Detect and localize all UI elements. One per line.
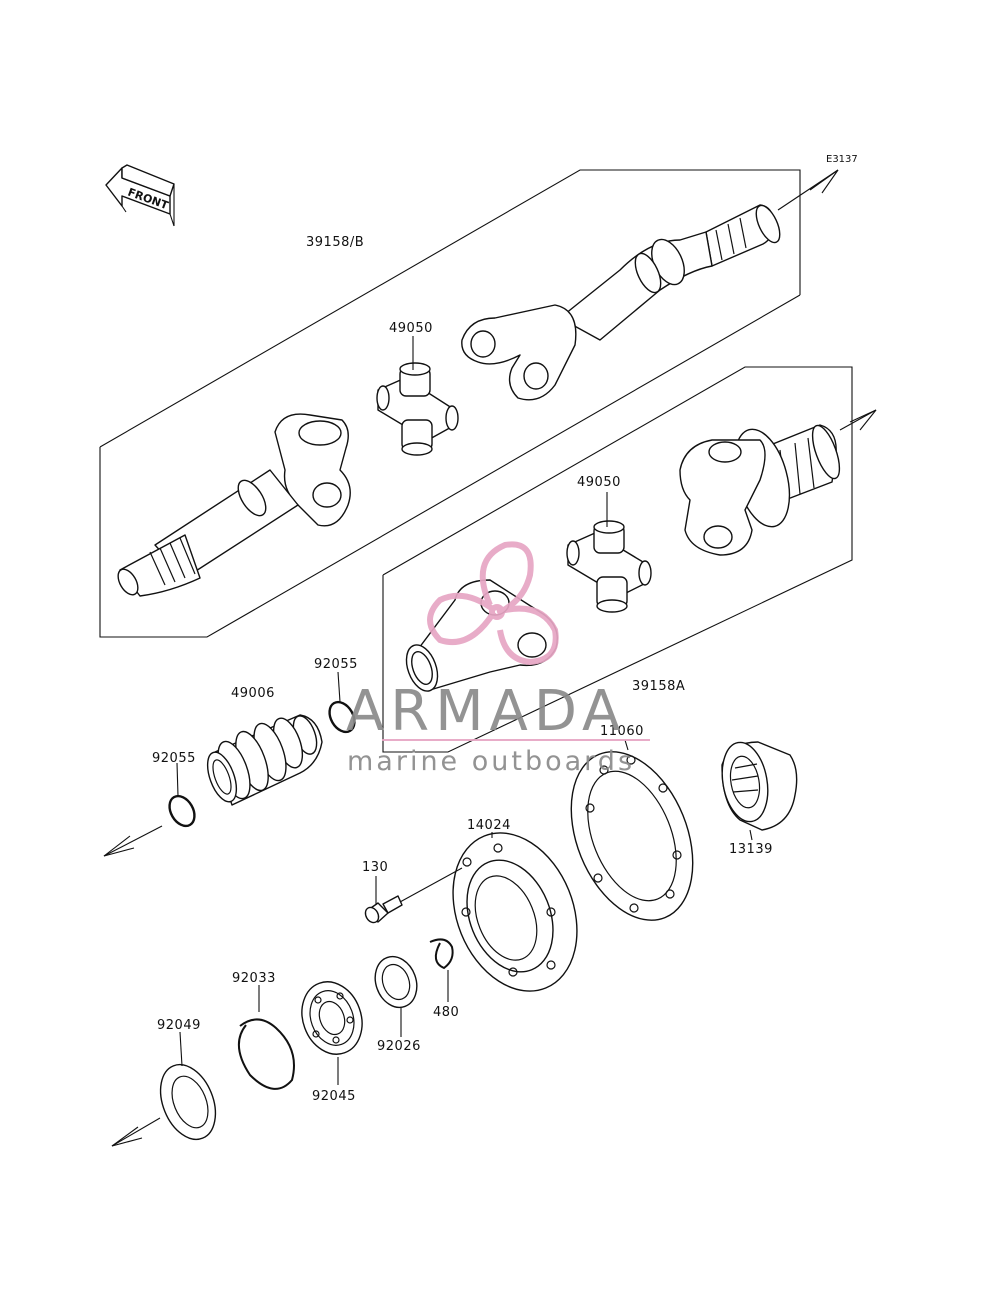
label-39158b[interactable]: 39158/B	[306, 235, 364, 250]
direction-arrow-left-2	[111, 1117, 161, 1147]
snap-ring-92033	[238, 1018, 295, 1090]
label-92026[interactable]: 92026	[377, 1039, 421, 1054]
armada-watermark: ARMADA marine outboards	[346, 541, 650, 777]
label-13139[interactable]: 13139	[729, 842, 773, 857]
coupling-13139	[721, 741, 798, 831]
label-92049[interactable]: 92049	[157, 1018, 201, 1033]
direction-arrow-left-1	[103, 825, 163, 857]
label-14024[interactable]: 14024	[467, 818, 511, 833]
label-480[interactable]: 480	[433, 1005, 459, 1020]
label-49050-upper[interactable]: 49050	[389, 321, 433, 336]
watermark-brand: ARMADA	[346, 679, 626, 744]
gasket-11060	[570, 751, 694, 921]
label-39158a[interactable]: 39158A	[632, 679, 685, 694]
label-92033[interactable]: 92033	[232, 971, 276, 986]
bearing-housing-14024	[452, 832, 578, 992]
universal-joint-lower	[566, 520, 652, 613]
watermark-tagline: marine outboards	[347, 746, 635, 777]
washer-92026	[374, 955, 418, 1009]
label-92045[interactable]: 92045	[312, 1089, 356, 1104]
diagram-code: E3137	[826, 154, 858, 165]
part-labels: 39158/B 49050 49050 92055 49006 39158A 1…	[152, 235, 773, 1104]
frame-39158a	[382, 366, 877, 753]
oil-seal-92049	[159, 1063, 217, 1141]
frame-39158b	[99, 169, 839, 638]
front-arrow-icon: FRONT	[105, 164, 175, 227]
universal-joint-upper	[376, 362, 459, 456]
boot-49006	[206, 714, 323, 806]
label-11060[interactable]: 11060	[600, 724, 644, 739]
bearing-92045	[301, 981, 363, 1055]
propeller-logo-icon	[427, 541, 559, 666]
label-92055-upper[interactable]: 92055	[314, 657, 358, 672]
label-130[interactable]: 130	[362, 860, 388, 875]
bolt-130	[364, 867, 463, 924]
label-49050-lower[interactable]: 49050	[577, 475, 621, 490]
drive-shaft-rear	[117, 413, 351, 597]
leader-lines	[176, 336, 753, 1085]
label-49006[interactable]: 49006	[231, 686, 275, 701]
clamp-ring-upper	[328, 700, 356, 734]
drive-shaft-lower-yoke	[679, 424, 841, 556]
clamp-ring-lower	[168, 794, 196, 828]
circlip-480	[429, 938, 454, 970]
label-92055-lower[interactable]: 92055	[152, 751, 196, 766]
drive-shaft-front	[461, 204, 781, 401]
